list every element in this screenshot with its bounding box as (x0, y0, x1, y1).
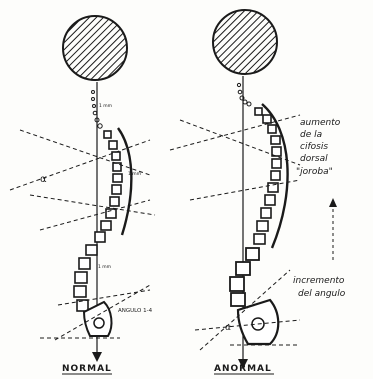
annotation-line: incremento (293, 276, 345, 286)
vertebra-box-icon (95, 232, 105, 242)
normal-caption: NORMAL (62, 364, 112, 374)
annotation-line: aumento (300, 118, 341, 128)
small-label: 1 mm (98, 264, 111, 270)
vertebra-box-icon (255, 108, 262, 115)
vertebra-box-icon (110, 197, 119, 206)
annotation-line: "joroba" (296, 167, 333, 177)
small-label: 1 mm (99, 103, 112, 109)
vertebra-box-icon (236, 262, 250, 275)
vertebra-box-icon (268, 125, 276, 133)
cervical-dots (237, 83, 251, 106)
abnormal-caption: ANORMAL (214, 364, 272, 374)
angle-symbol: α (40, 174, 47, 185)
vertebra-box-icon (112, 185, 121, 194)
head-circle-icon (213, 10, 277, 74)
kyphosis-annotation: aumento de la cifosis dorsal "joroba" (296, 118, 341, 177)
vertebra-box-icon (230, 277, 244, 291)
annotation-line: cifosis (300, 142, 328, 152)
vertebra-box-icon (104, 131, 111, 138)
up-arrow-icon (329, 198, 337, 260)
vertebra-box-icon (75, 272, 87, 283)
angle-annotation: incremento del angulo (293, 276, 346, 299)
vertebra-box-icon (109, 141, 117, 149)
vertebra-box-icon (246, 248, 259, 260)
vertebra-box-icon (86, 245, 97, 255)
lumbar-vertebrae (230, 248, 259, 306)
annotation-line: dorsal (300, 154, 328, 164)
head-circle-icon (63, 16, 127, 80)
normal-panel: 1 mm 1 mm 1 mm α ANGULO 1-4 NORMAL (10, 16, 155, 374)
vertebra-box-icon (113, 174, 122, 182)
vertebra-box-icon (254, 234, 265, 244)
vertebra-box-icon (271, 171, 280, 180)
plumb-arrow-icon (92, 352, 102, 362)
angle-symbol: α (225, 323, 231, 333)
vertebra-box-icon (257, 221, 268, 231)
vertebra-box-icon (101, 221, 111, 230)
thoracic-vertebrae (254, 108, 281, 244)
angle-note: ANGULO 1-4 (118, 308, 153, 314)
vertebra-box-icon (263, 115, 271, 123)
vertebra-box-icon (272, 159, 281, 168)
thoracic-vertebrae (95, 131, 122, 242)
vertebra-box-icon (231, 293, 245, 306)
vertebra-box-icon (261, 208, 271, 218)
vertebra-box-icon (112, 152, 120, 160)
small-label: 1 mm (128, 171, 141, 177)
vertebra-box-icon (77, 300, 88, 311)
vertebra-box-icon (74, 286, 86, 297)
annotation-line: de la (300, 130, 322, 140)
vertebra-box-icon (271, 136, 280, 144)
vertebra-box-icon (79, 258, 90, 269)
lumbar-vertebrae (74, 245, 97, 311)
vertebra-box-icon (265, 195, 275, 205)
abnormal-panel: α aumento de la cifosis dorsal "joroba" … (170, 10, 346, 374)
annotation-line: del angulo (298, 289, 346, 299)
